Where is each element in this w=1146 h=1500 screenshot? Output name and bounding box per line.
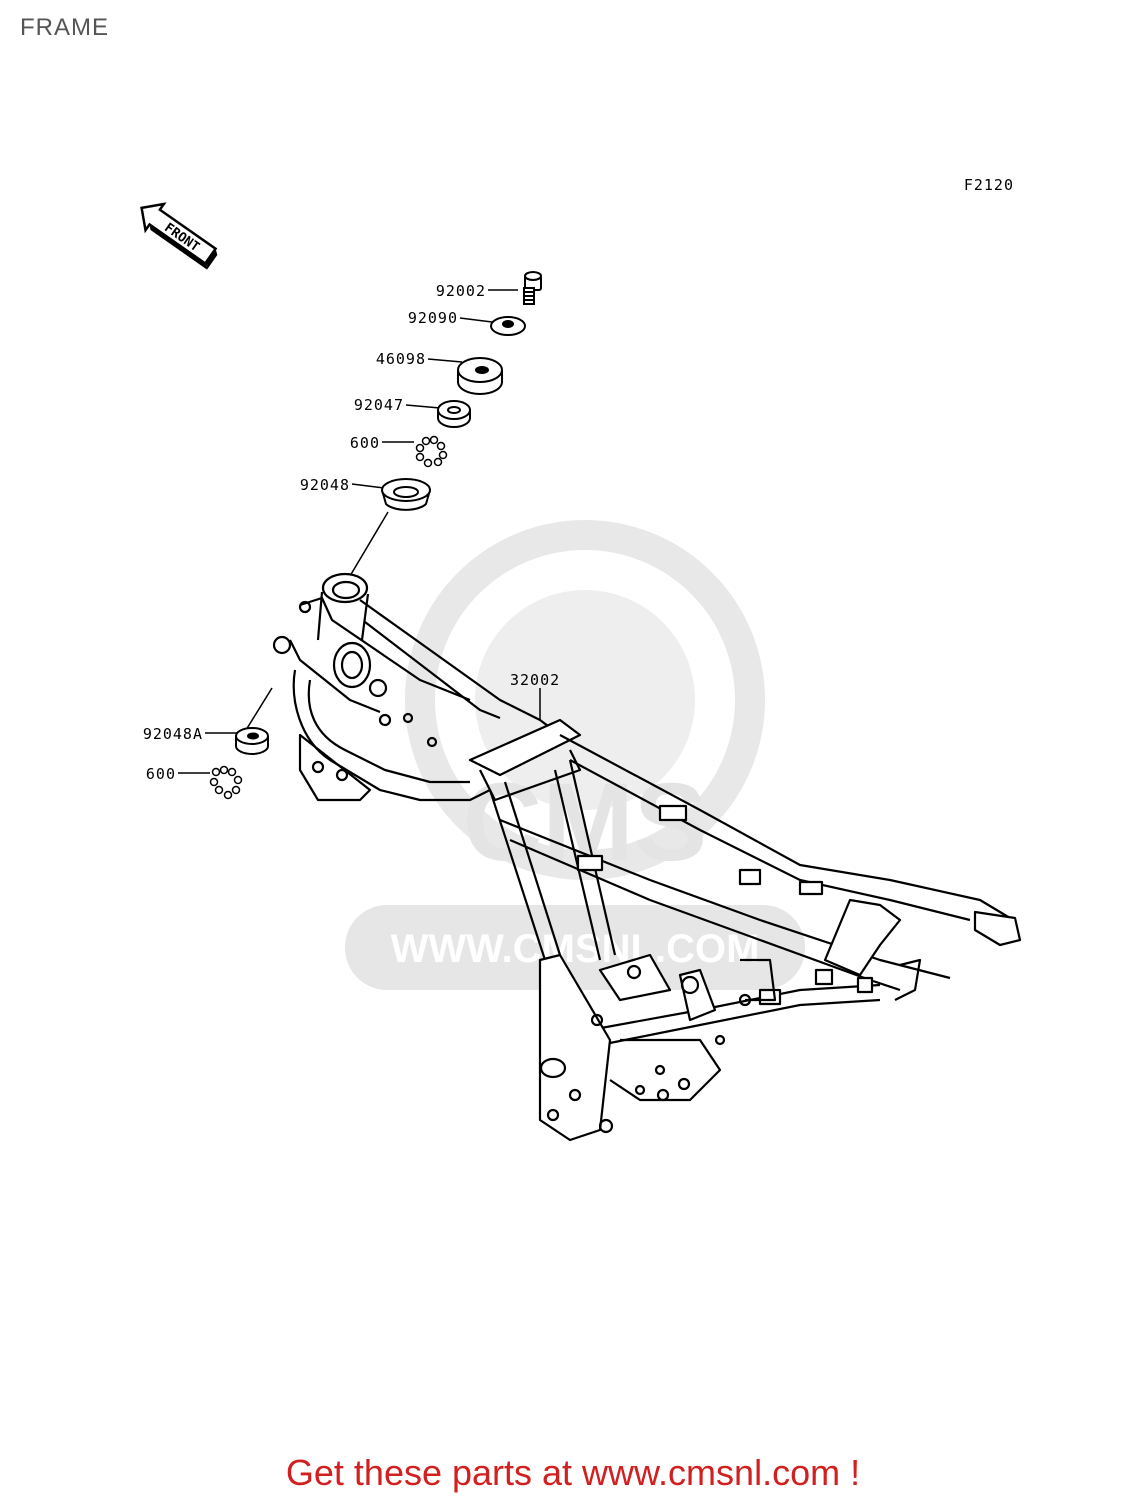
callout-92048: 92048 bbox=[300, 476, 350, 494]
front-arrow-icon: FRONT bbox=[140, 202, 218, 270]
bolt-92002 bbox=[523, 271, 542, 305]
main-frame-32002 bbox=[272, 572, 1022, 1142]
diagram-code: F2120 bbox=[964, 176, 1014, 194]
callout-92047: 92047 bbox=[354, 396, 404, 414]
callout-92002: 92002 bbox=[436, 282, 486, 300]
race-92048 bbox=[381, 478, 431, 511]
callout-labels: 92002 92090 46098 92047 600 92048 32002 … bbox=[143, 282, 560, 783]
watermark-url: WWW.CMSNL.COM bbox=[391, 927, 760, 971]
leader-lines bbox=[178, 289, 541, 774]
callout-92048A: 92048A bbox=[143, 725, 203, 743]
page-title: FRAME bbox=[20, 14, 109, 41]
callout-600-top: 600 bbox=[350, 434, 380, 452]
callout-600-bottom: 600 bbox=[146, 765, 176, 783]
callout-46098: 46098 bbox=[376, 350, 426, 368]
steel-balls-600-top bbox=[415, 435, 448, 468]
steel-balls-600-bottom bbox=[209, 765, 243, 800]
steering-stem-hardware bbox=[209, 271, 542, 800]
washer-92090 bbox=[490, 316, 526, 336]
callout-32002: 32002 bbox=[510, 671, 560, 689]
callout-92090: 92090 bbox=[408, 309, 458, 327]
parts-link-banner[interactable]: Get these parts at www.cmsnl.com ! bbox=[285, 1452, 861, 1493]
race-92048A bbox=[235, 727, 269, 755]
damper-46098 bbox=[457, 357, 503, 395]
bushing-92047 bbox=[437, 400, 471, 428]
